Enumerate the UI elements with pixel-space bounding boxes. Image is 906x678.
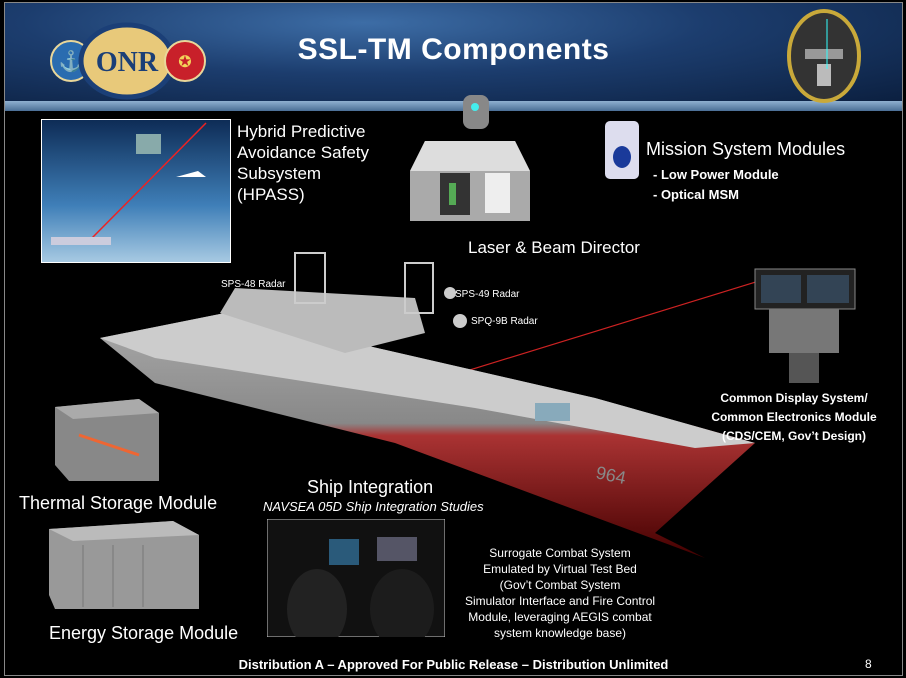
msm-item: - Optical MSM [653, 187, 739, 202]
laser-beam-director-image [410, 95, 530, 221]
energy-storage-image [49, 521, 199, 609]
thermal-storage-image [55, 399, 159, 481]
ship-integration-subtitle: NAVSEA 05D Ship Integration Studies [263, 499, 484, 514]
sps48-label: SPS-48 Radar [221, 279, 286, 290]
cds-label: Common Display System/ Common Electronic… [711, 391, 877, 443]
laser-label: Laser & Beam Director [468, 238, 640, 257]
ship-integration-title: Ship Integration [307, 477, 434, 497]
msm-list: - Low Power Module - Optical MSM [653, 165, 779, 205]
msm-image [605, 121, 639, 179]
cds-image [754, 268, 856, 383]
page-number: 8 [865, 657, 872, 671]
ship-image: 964 [100, 252, 786, 558]
header-divider [5, 101, 902, 111]
sps49-label: SPS-49 Radar [455, 289, 520, 300]
surrogate-label: Surrogate Combat System Emulated by Virt… [464, 546, 656, 640]
footer-distribution: Distribution A – Approved For Public Rel… [238, 657, 669, 672]
hpass-label: Hybrid Predictive Avoidance Safety Subsy… [237, 122, 369, 204]
hpass-image [41, 119, 231, 263]
svg-text:ONR: ONR [96, 47, 159, 78]
energy-label: Energy Storage Module [49, 623, 239, 643]
msm-title: Mission System Modules [646, 139, 846, 159]
msm-item: - Low Power Module [653, 167, 779, 182]
svg-text:✪: ✪ [178, 54, 191, 71]
spq9b-label: SPQ-9B Radar [471, 316, 538, 327]
onr-logo: ⚓ ONR ✪ [50, 22, 206, 100]
virtual-test-bed-image [267, 519, 445, 637]
thermal-label: Thermal Storage Module [19, 493, 218, 513]
ssl-logo [787, 9, 861, 103]
page-title: SSL-TM Components [297, 33, 610, 66]
slide: ⚓ ONR ✪ SSL-TM Components Hybrid Predict… [4, 2, 903, 676]
